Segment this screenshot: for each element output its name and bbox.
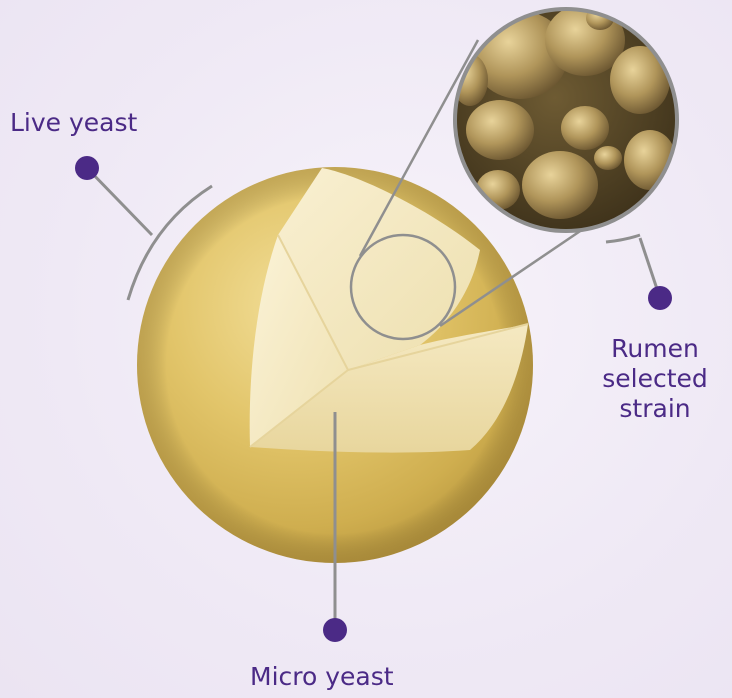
rumen-selected-strain-label: Rumen selected strain <box>580 334 730 424</box>
live-yeast-leader-line <box>87 168 152 235</box>
yeast-cell <box>476 170 520 210</box>
rumen-label-line-2: selected <box>580 364 730 394</box>
yeast-cell <box>466 100 534 160</box>
micro-yeast-marker-dot <box>323 618 347 642</box>
rumen-marker-dot <box>648 286 672 310</box>
yeast-cell <box>561 106 609 150</box>
rumen-label-line-3: strain <box>580 394 730 424</box>
rumen-label-line-1: Rumen <box>580 334 730 364</box>
yeast-cell <box>522 151 598 219</box>
rumen-strain-connector <box>606 235 672 310</box>
yeast-bud <box>594 146 622 170</box>
live-yeast-marker-dot <box>75 156 99 180</box>
micro-yeast-label: Micro yeast <box>250 662 394 692</box>
live-yeast-label: Live yeast <box>10 108 137 138</box>
yeast-cell <box>610 46 670 114</box>
magnified-yeast-cells <box>452 4 677 231</box>
rumen-bracket <box>606 235 640 242</box>
